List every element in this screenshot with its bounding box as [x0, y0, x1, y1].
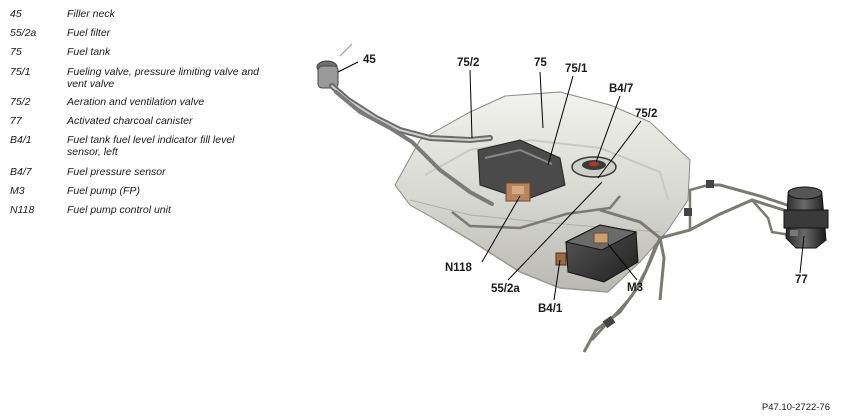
fuel-pressure-sensor-flange — [571, 156, 617, 178]
legend-code: 77 — [10, 115, 22, 127]
callout-n118: N118 — [445, 262, 472, 274]
callout-b4-1: B4/1 — [538, 303, 563, 315]
legend-description: Fuel tank fuel level indicator fill leve… — [67, 134, 235, 158]
figure-id: P47.10-2722-76 — [761, 402, 830, 413]
legend-code: 55/2a — [10, 27, 37, 39]
legend-code: B4/1 — [10, 134, 32, 146]
callout-m3: M3 — [627, 282, 643, 294]
legend-description: Fuel pump (FP) — [67, 185, 140, 197]
callout-55-2a: 55/2a — [491, 283, 520, 295]
legend-code: 75 — [10, 46, 22, 58]
callout-77: 77 — [795, 274, 808, 286]
legend-code: 45 — [10, 8, 22, 20]
legend-description: Activated charcoal canister — [67, 115, 193, 127]
filler-neck — [316, 43, 494, 206]
fuel-pump-control-unit — [477, 139, 566, 202]
leader-lines — [337, 61, 805, 301]
legend-description: Fuel pressure sensor — [67, 166, 166, 178]
legend-description: Fuel pump control unit — [67, 204, 171, 216]
legend-code: N118 — [10, 204, 35, 216]
callout-75-2-left: 75/2 — [457, 57, 480, 69]
legend-description: Aeration and ventilation valve — [67, 96, 205, 108]
callout-b4-7: B4/7 — [609, 83, 634, 95]
legend-code: 75/2 — [10, 96, 31, 108]
fuel-lines — [451, 180, 797, 353]
legend-description: Filler neck — [67, 8, 115, 20]
fuel-pump-module — [555, 224, 639, 283]
activated-charcoal-canister — [783, 186, 829, 249]
legend-description: Fuel tank — [67, 46, 111, 58]
callout-75-1: 75/1 — [565, 63, 588, 75]
callout-45: 45 — [363, 54, 376, 66]
legend-description: Fuel filter — [67, 27, 111, 39]
callout-75: 75 — [534, 57, 547, 69]
callout-75-2-right: 75/2 — [635, 108, 658, 120]
legend-code: M3 — [10, 185, 25, 197]
legend-description: Fueling valve, pressure limiting valve a… — [67, 66, 260, 90]
legend-code: B4/7 — [10, 166, 32, 178]
legend-code: 75/1 — [10, 66, 31, 78]
